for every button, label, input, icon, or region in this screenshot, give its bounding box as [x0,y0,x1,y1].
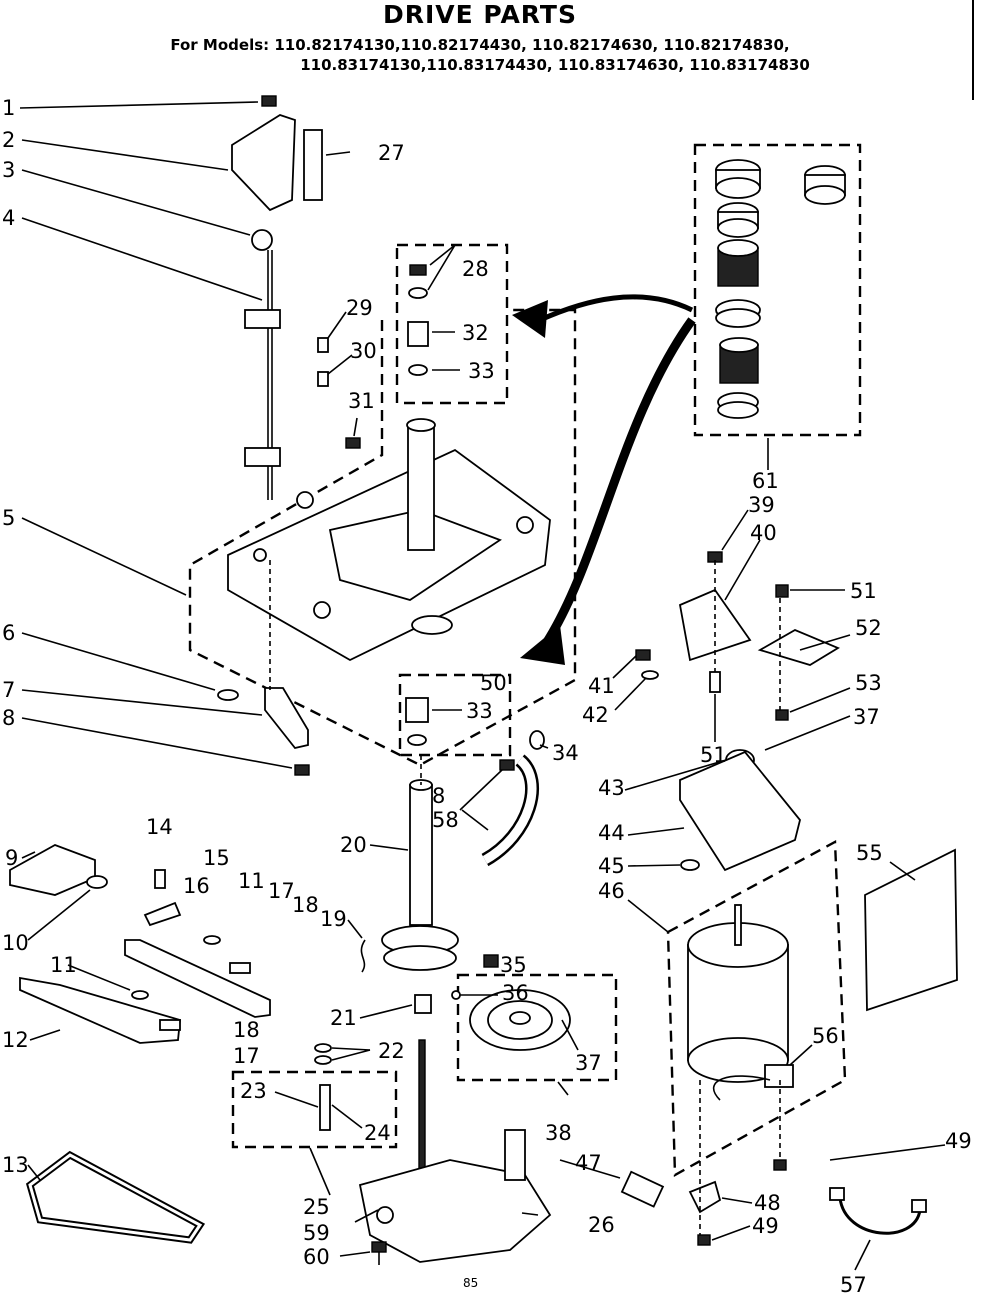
callout-60: 60 [303,1245,330,1269]
callout-33-upper: 33 [468,359,495,383]
callout-labels: 1 2 3 4 5 6 7 8 8 9 10 11 11 12 13 14 15… [2,96,972,1297]
callout-7: 7 [2,678,15,702]
callout-51-upper: 51 [850,579,877,603]
callout-61: 61 [752,469,779,493]
callout-47: 47 [575,1151,602,1175]
callout-3: 3 [2,158,15,182]
callout-33-lower: 33 [466,699,493,723]
callout-40: 40 [750,521,777,545]
leader-lines [19,101,946,1271]
callout-25: 25 [303,1195,330,1219]
callout-32: 32 [462,321,489,345]
callout-34: 34 [552,741,579,765]
callout-5: 5 [2,506,15,530]
callout-18-lower: 18 [233,1018,260,1042]
callout-46: 46 [598,879,625,903]
callout-28: 28 [462,257,489,281]
bearing-kit [715,159,846,419]
callout-2: 2 [2,128,15,152]
callout-22: 22 [378,1039,405,1063]
callout-57: 57 [840,1273,867,1297]
callout-55: 55 [856,841,883,865]
callout-50: 50 [480,671,507,695]
page-number: 85 [463,1276,479,1290]
callout-1: 1 [2,96,15,120]
callout-42: 42 [582,703,609,727]
callout-8-center: 8 [432,784,445,808]
callout-36: 36 [502,981,529,1005]
callout-20: 20 [340,833,367,857]
callout-41: 41 [588,674,615,698]
callout-49-lower: 49 [752,1214,779,1238]
callout-53: 53 [855,671,882,695]
callout-18-upper: 18 [292,893,319,917]
kit-arrows [512,294,696,665]
callout-24: 24 [364,1121,391,1145]
callout-11-lower: 11 [50,953,77,977]
models-line-1: For Models: 110.82174130,110.82174430, 1… [170,36,790,54]
page-edge-mark [972,0,974,100]
callout-13: 13 [2,1153,29,1177]
callout-17-upper: 17 [268,879,295,903]
page-title: DRIVE PARTS [383,0,577,29]
callout-52: 52 [855,616,882,640]
callout-27: 27 [378,141,405,165]
callout-12: 12 [2,1028,29,1052]
callout-10: 10 [2,931,29,955]
callout-49-upper: 49 [945,1129,972,1153]
callout-30: 30 [350,339,377,363]
callout-38: 38 [545,1121,572,1145]
models-line-2: 110.83174130,110.83174430, 110.83174630,… [300,56,810,74]
callout-45: 45 [598,854,625,878]
callout-21: 21 [330,1006,357,1030]
callout-39: 39 [748,493,775,517]
callout-11-upper: 11 [238,869,265,893]
callout-59: 59 [303,1221,330,1245]
callout-43: 43 [598,776,625,800]
callout-44: 44 [598,821,625,845]
callout-15: 15 [203,846,230,870]
callout-16: 16 [183,874,210,898]
callout-31: 31 [348,389,375,413]
callout-14: 14 [146,815,173,839]
callout-17-lower: 17 [233,1044,260,1068]
callout-6: 6 [2,621,15,645]
callout-35: 35 [500,953,527,977]
callout-9: 9 [5,846,18,870]
callout-23: 23 [240,1079,267,1103]
callout-8-left: 8 [2,706,15,730]
callout-56: 56 [812,1024,839,1048]
dashed-group-outlines [188,143,862,1178]
callout-37-pulley: 37 [575,1051,602,1075]
part-drawings [9,95,958,1265]
callout-26: 26 [588,1213,615,1237]
callout-19: 19 [320,907,347,931]
callout-58: 58 [432,808,459,832]
callout-51-lower: 51 [700,743,727,767]
callout-29: 29 [346,296,373,320]
callout-37-right: 37 [853,705,880,729]
callout-4: 4 [2,206,15,230]
callout-48: 48 [754,1191,781,1215]
